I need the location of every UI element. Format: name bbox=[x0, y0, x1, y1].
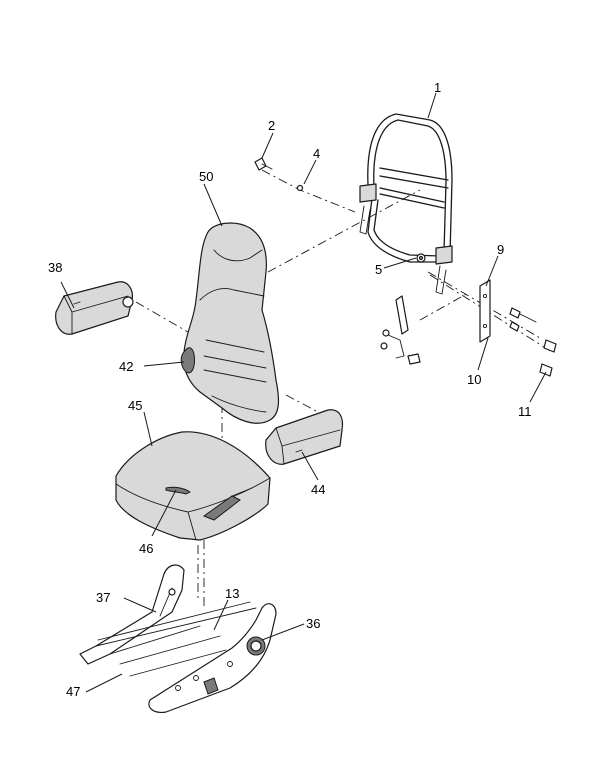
callout-1: 1 bbox=[434, 80, 441, 95]
washer-part-4 bbox=[296, 184, 304, 192]
callout-11: 11 bbox=[518, 404, 532, 419]
callout-47: 47 bbox=[66, 684, 80, 699]
callout-2: 2 bbox=[268, 118, 275, 133]
callout-37: 37 bbox=[96, 590, 110, 605]
armrest-right bbox=[265, 409, 344, 465]
seat-cushion bbox=[115, 431, 271, 541]
recline-linkage bbox=[380, 295, 421, 365]
callout-38: 38 bbox=[48, 260, 62, 275]
callout-labels: 1 2 4 5 9 10 11 13 36 37 38 42 44 45 46 … bbox=[48, 80, 532, 699]
callout-13: 13 bbox=[225, 586, 239, 601]
callout-9: 9 bbox=[497, 242, 504, 257]
seat-frame bbox=[79, 564, 277, 713]
callout-46: 46 bbox=[139, 541, 153, 556]
headrest-frame bbox=[359, 113, 453, 295]
screw-part-5 bbox=[416, 253, 426, 263]
screw-part-2 bbox=[254, 157, 273, 171]
callout-50: 50 bbox=[199, 169, 213, 184]
callout-45: 45 bbox=[128, 398, 142, 413]
armrest-left bbox=[55, 281, 134, 335]
callout-36: 36 bbox=[306, 616, 320, 631]
seat-back bbox=[180, 222, 280, 424]
callout-4: 4 bbox=[313, 146, 320, 161]
callout-42: 42 bbox=[119, 359, 133, 374]
callout-5: 5 bbox=[375, 262, 382, 277]
bolts-part-11 bbox=[509, 307, 557, 377]
leader-lines bbox=[60, 92, 547, 693]
mounting-plate bbox=[479, 279, 491, 343]
callout-44: 44 bbox=[311, 482, 325, 497]
callout-10: 10 bbox=[467, 372, 481, 387]
